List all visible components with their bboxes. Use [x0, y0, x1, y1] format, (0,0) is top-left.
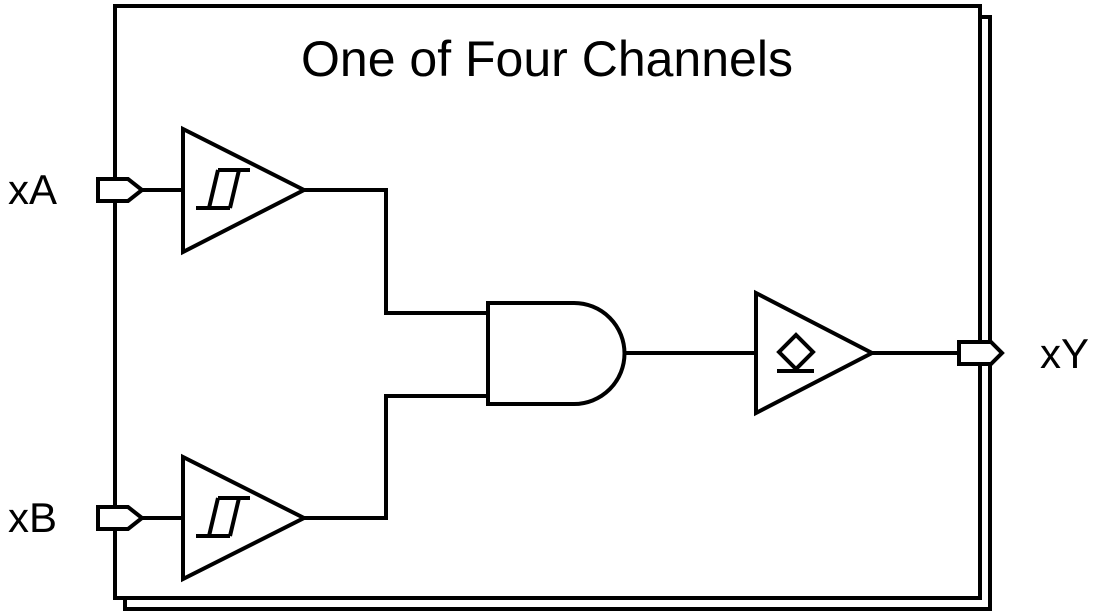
wire-buffer-b-to-and — [304, 394, 488, 520]
schmitt-buffer-b — [181, 453, 309, 583]
open-drain-diamond-icon — [776, 332, 816, 373]
input-pin-xb — [96, 505, 146, 531]
diamond-shape — [776, 332, 816, 372]
input-pin-icon — [96, 177, 146, 203]
hysteresis-icon — [196, 496, 250, 538]
input-label-xa: xA — [8, 166, 57, 213]
wires — [142, 188, 959, 520]
hysteresis-icon — [196, 168, 250, 210]
input-pin-icon — [96, 505, 146, 531]
output-pin-xy — [957, 340, 1005, 366]
wire-buffer-a-to-and — [304, 188, 488, 315]
buffer-b-triangle — [181, 453, 309, 583]
and-gate — [486, 301, 627, 406]
output-label-xy: xY — [1040, 330, 1089, 377]
diagram-title: One of Four Channels — [301, 31, 793, 87]
and-gate-body — [486, 301, 627, 406]
output-pin-icon — [957, 340, 1005, 366]
schmitt-buffer-a — [181, 125, 309, 256]
input-pin-xa — [96, 177, 146, 203]
output-buffer — [754, 289, 877, 417]
input-label-xb: xB — [8, 494, 57, 541]
buffer-a-triangle — [181, 125, 309, 256]
